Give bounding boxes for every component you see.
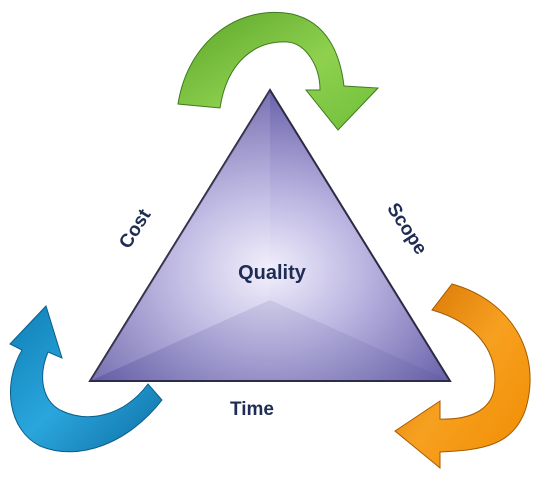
cost-label: Cost [115,205,156,253]
scope-label: Scope [382,199,431,258]
triangle-facet-bottom [90,300,450,381]
time-label: Time [230,399,274,420]
right-arrow [394,283,531,470]
left-arrow [9,305,163,453]
triangle-body [88,88,452,382]
triangle-facet-left [90,90,270,381]
quality-label: Quality [238,262,307,284]
top-arrow [177,11,380,131]
